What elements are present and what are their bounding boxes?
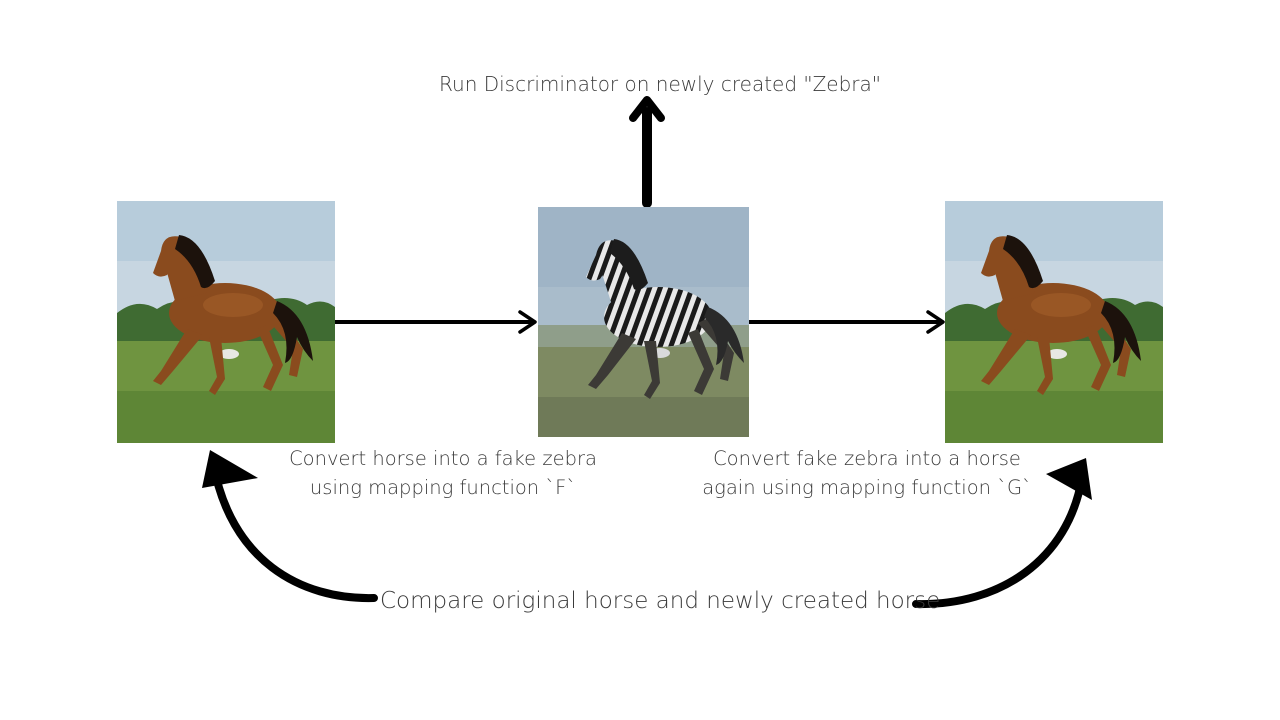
mapping-g-label: Convert fake zebra into a horse again us… xyxy=(690,444,1044,502)
arrow-zebra-to-horse xyxy=(745,310,945,334)
mapping-g-line-1: Convert fake zebra into a horse xyxy=(713,447,1021,470)
compare-label: Compare original horse and newly created… xyxy=(380,588,941,614)
mapping-g-line-2: again using mapping function `G` xyxy=(702,476,1032,499)
fake-zebra-photo xyxy=(538,207,749,437)
original-horse-photo xyxy=(117,201,335,443)
mapping-f-line-2: using mapping function `F` xyxy=(309,476,577,499)
arrow-horse-to-zebra xyxy=(335,310,537,334)
mapping-f-label: Convert horse into a fake zebra using ma… xyxy=(268,444,618,502)
arrow-to-discriminator xyxy=(629,96,665,208)
curved-arrow-to-original xyxy=(202,450,378,603)
mapping-f-line-1: Convert horse into a fake zebra xyxy=(289,447,597,470)
discriminator-label: Run Discriminator on newly created "Zebr… xyxy=(439,72,881,96)
curved-arrow-to-reconstructed xyxy=(912,458,1092,609)
reconstructed-horse-photo xyxy=(945,201,1163,443)
